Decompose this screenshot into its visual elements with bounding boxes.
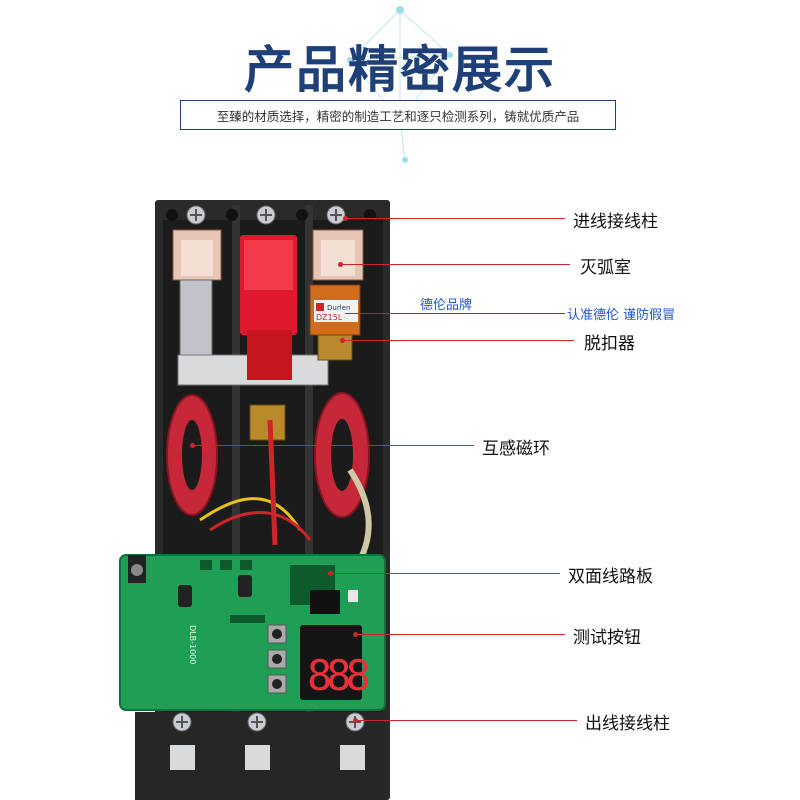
arc-chambers [172,229,364,281]
coil-brand: Durlen [327,304,350,312]
callout-line [192,445,474,446]
outlet-terminal-screws [135,712,385,800]
subtitle-text: 至臻的材质选择，精密的制造工艺和逐只检测系列，铸就优质产品 [216,108,580,124]
callout-outlet-terminal: 出线接线柱 [585,714,670,734]
inlet-terminal-screws [186,205,346,225]
test-buttons [267,624,287,694]
callout-line [345,313,565,314]
callout-inlet-terminal: 进线接线柱 [573,212,658,232]
subtitle-box: 至臻的材质选择，精密的制造工艺和逐只检测系列，铸就优质产品 [180,100,616,130]
page-title: 产品精密展示 [244,41,556,99]
trip-coil: Durlen DZ15L [309,284,361,361]
callout-circuit-board: 双面线路板 [568,567,653,587]
led-display: 888 [300,625,375,700]
callout-line [342,340,574,341]
callout-line [345,218,565,219]
brand-note: 德伦品牌 [420,298,473,313]
callout-line [355,720,577,721]
authentic-note: 认准德伦 谨防假冒 [567,308,676,323]
callout-arc-chamber: 灭弧室 [580,258,631,278]
callout-trip-unit: 脱扣器 [584,334,635,354]
magnetic-rings [166,392,370,518]
display-digits: 888 [307,651,369,700]
board-model: DLB-1000 [188,625,197,664]
coil-model: DZ15L [316,313,343,322]
callout-test-button: 测试按钮 [573,628,641,648]
callout-magnetic-ring: 互感磁环 [482,439,550,459]
callout-line [330,573,560,574]
circuit-board: 888 DLB-1000 [119,554,386,711]
red-handle [240,235,297,380]
callout-line [340,264,570,265]
callout-line [355,634,565,635]
